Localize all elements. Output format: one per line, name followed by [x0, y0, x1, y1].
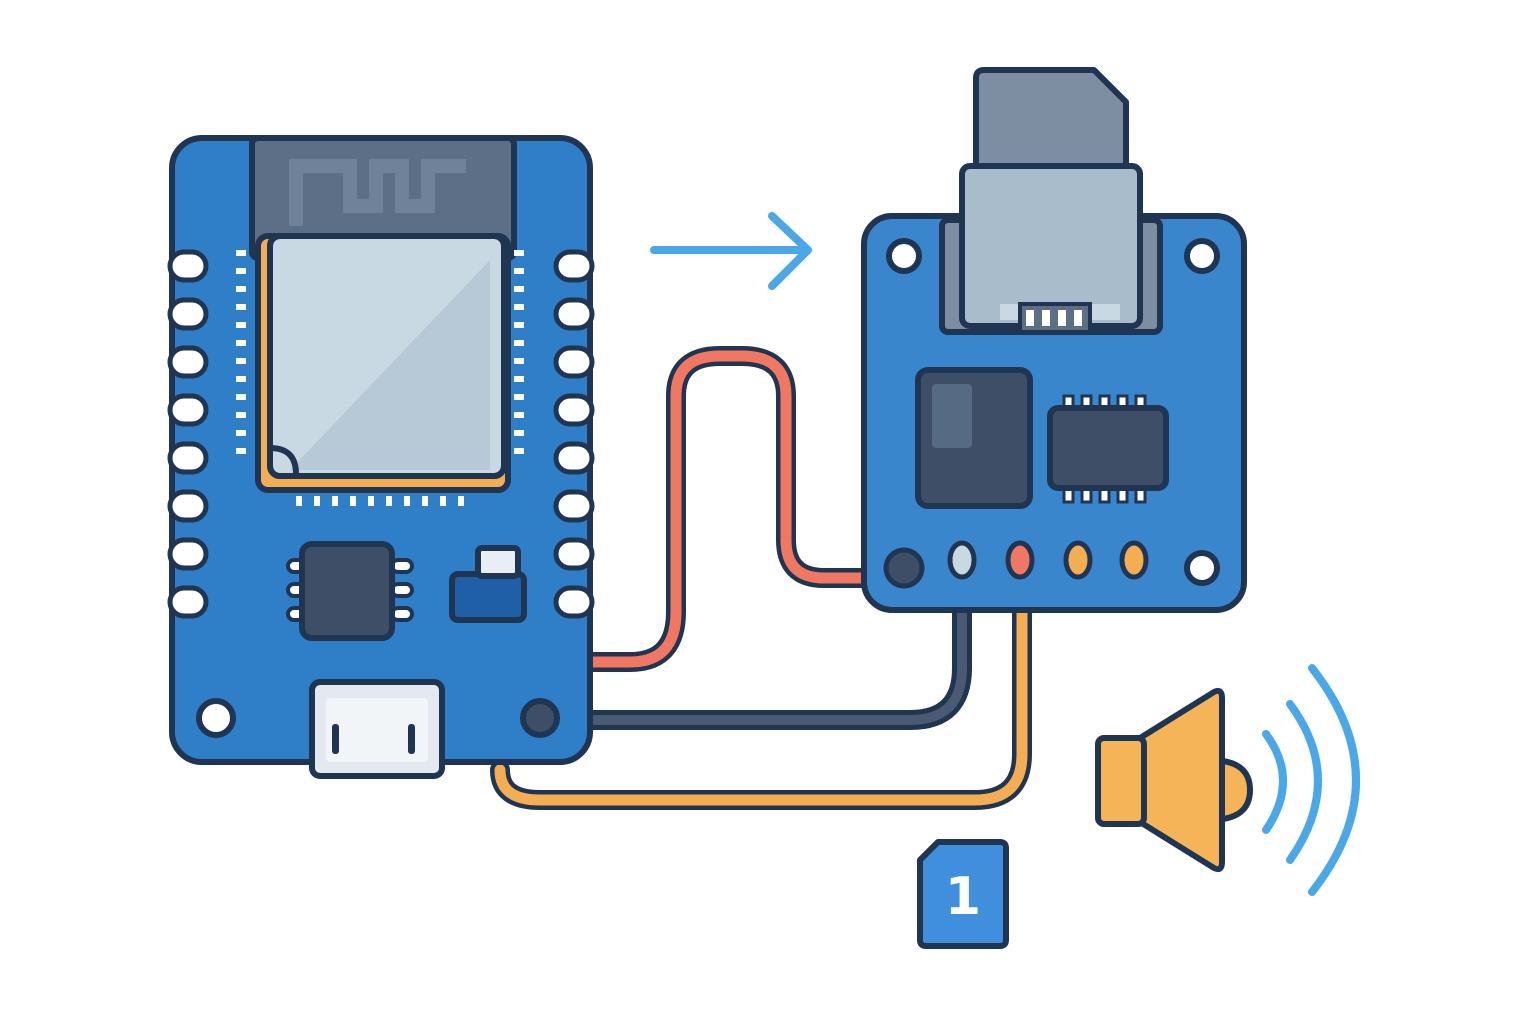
- sound-waves-icon: [1262, 664, 1360, 896]
- right-header-pins: [553, 249, 595, 619]
- arrow-right-icon: [650, 212, 812, 290]
- sd-card-audio-module: [861, 67, 1247, 613]
- module-pin-row: [883, 540, 1149, 589]
- left-header-pins: [167, 249, 209, 619]
- reset-button: [449, 545, 527, 623]
- step-badge-label: 1: [945, 867, 981, 927]
- esp32-board: [167, 135, 595, 779]
- ic-chip: [286, 541, 414, 641]
- antenna-trace-icon: [289, 159, 466, 226]
- mounting-hole: [196, 698, 236, 738]
- amplifier-chip: [1047, 394, 1169, 504]
- step-badge: 1: [917, 839, 1009, 949]
- sd-card-icon: [939, 67, 1163, 335]
- wires: [490, 346, 1032, 810]
- decoder-chip: [915, 367, 1033, 509]
- usb-connector: [309, 679, 445, 779]
- speaker-icon: [1095, 687, 1253, 873]
- gnd-pad: [520, 698, 560, 738]
- module-pins: [236, 250, 524, 506]
